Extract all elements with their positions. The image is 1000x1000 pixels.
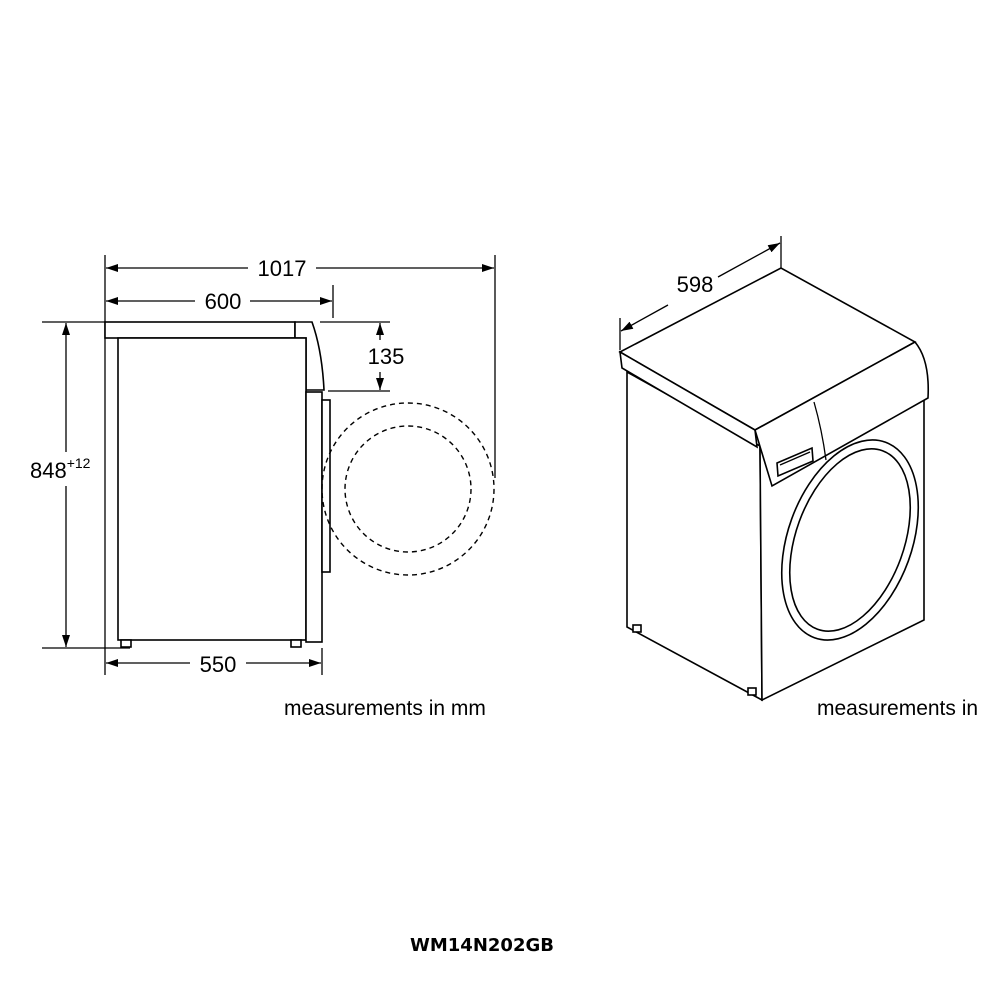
control-panel (754, 340, 930, 488)
dim-line-width-left (620, 304, 669, 332)
dim-height-tolerance: +12 (67, 455, 91, 471)
door-front (305, 391, 323, 643)
dim-width: 598 (677, 272, 714, 297)
cabinet (117, 337, 307, 641)
worktop-edge (619, 350, 758, 449)
display-line (779, 451, 811, 466)
side-view: 1017 600 135 848+12 550 measurements in … (30, 255, 496, 720)
foot-rear (120, 639, 132, 648)
dim-top-depth: 600 (205, 289, 242, 314)
foot-rear-left (632, 624, 642, 633)
dim-height: 848+12 (30, 455, 91, 483)
model-number: WM14N202GB (410, 935, 554, 956)
units-note-side: measurements in mm (284, 697, 486, 720)
dim-base-depth: 550 (200, 652, 237, 677)
dim-total-depth: 1017 (258, 256, 307, 281)
door-swing-inner (344, 425, 472, 553)
detergent-drawer-edge (813, 401, 827, 461)
dim-door-height: 135 (368, 344, 405, 369)
perspective-view: 598 measurements in (618, 236, 978, 720)
worktop (104, 321, 296, 339)
door-ring (321, 399, 331, 573)
foot-front (290, 639, 302, 648)
dim-line-width-right (717, 242, 781, 278)
units-note-perspective: measurements in (817, 697, 978, 720)
dim-height-value: 848 (30, 458, 67, 483)
door-swing-outer (321, 402, 495, 576)
foot-front-left (747, 687, 757, 696)
door-glass (788, 448, 912, 632)
